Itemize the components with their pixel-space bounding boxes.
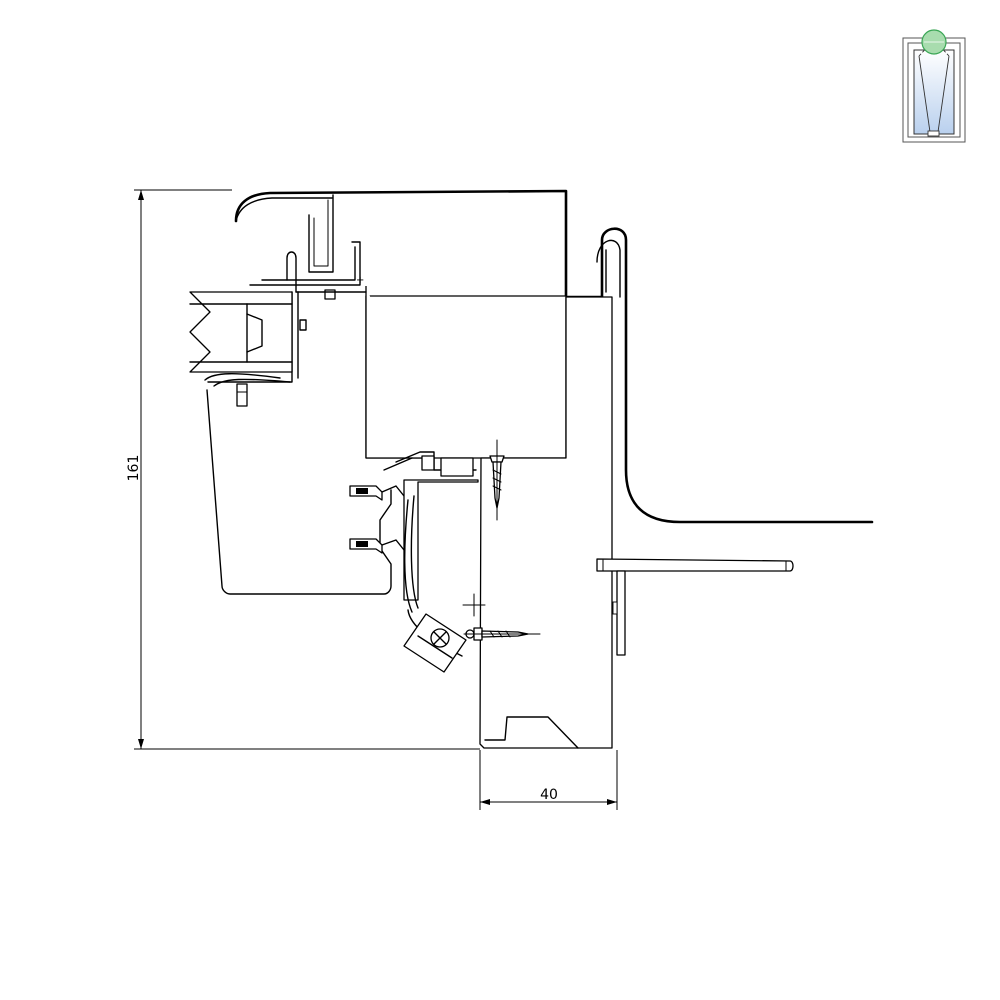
hinge-block	[403, 613, 475, 673]
screw-vertical	[489, 439, 505, 521]
glazing-unit	[189, 291, 293, 407]
screw-horizontal	[463, 627, 541, 641]
main-frame-profile	[365, 295, 613, 749]
window-opening-indicator-icon	[902, 29, 966, 143]
dimension-height: 161	[126, 189, 480, 750]
interior-sill	[596, 558, 794, 656]
dimension-height-label: 161	[126, 455, 142, 482]
svg-text:+: +	[356, 275, 364, 286]
hook-flashing	[596, 227, 874, 524]
dimension-width-label: 40	[540, 787, 558, 803]
gasket-clip-lower	[349, 538, 405, 554]
center-mark	[462, 593, 486, 617]
top-drip-cap	[234, 189, 604, 299]
dimension-width: 40	[479, 750, 618, 810]
inner-panel	[206, 389, 392, 595]
gasket-clip-upper	[349, 485, 405, 501]
sash-profile: +	[207, 241, 432, 459]
